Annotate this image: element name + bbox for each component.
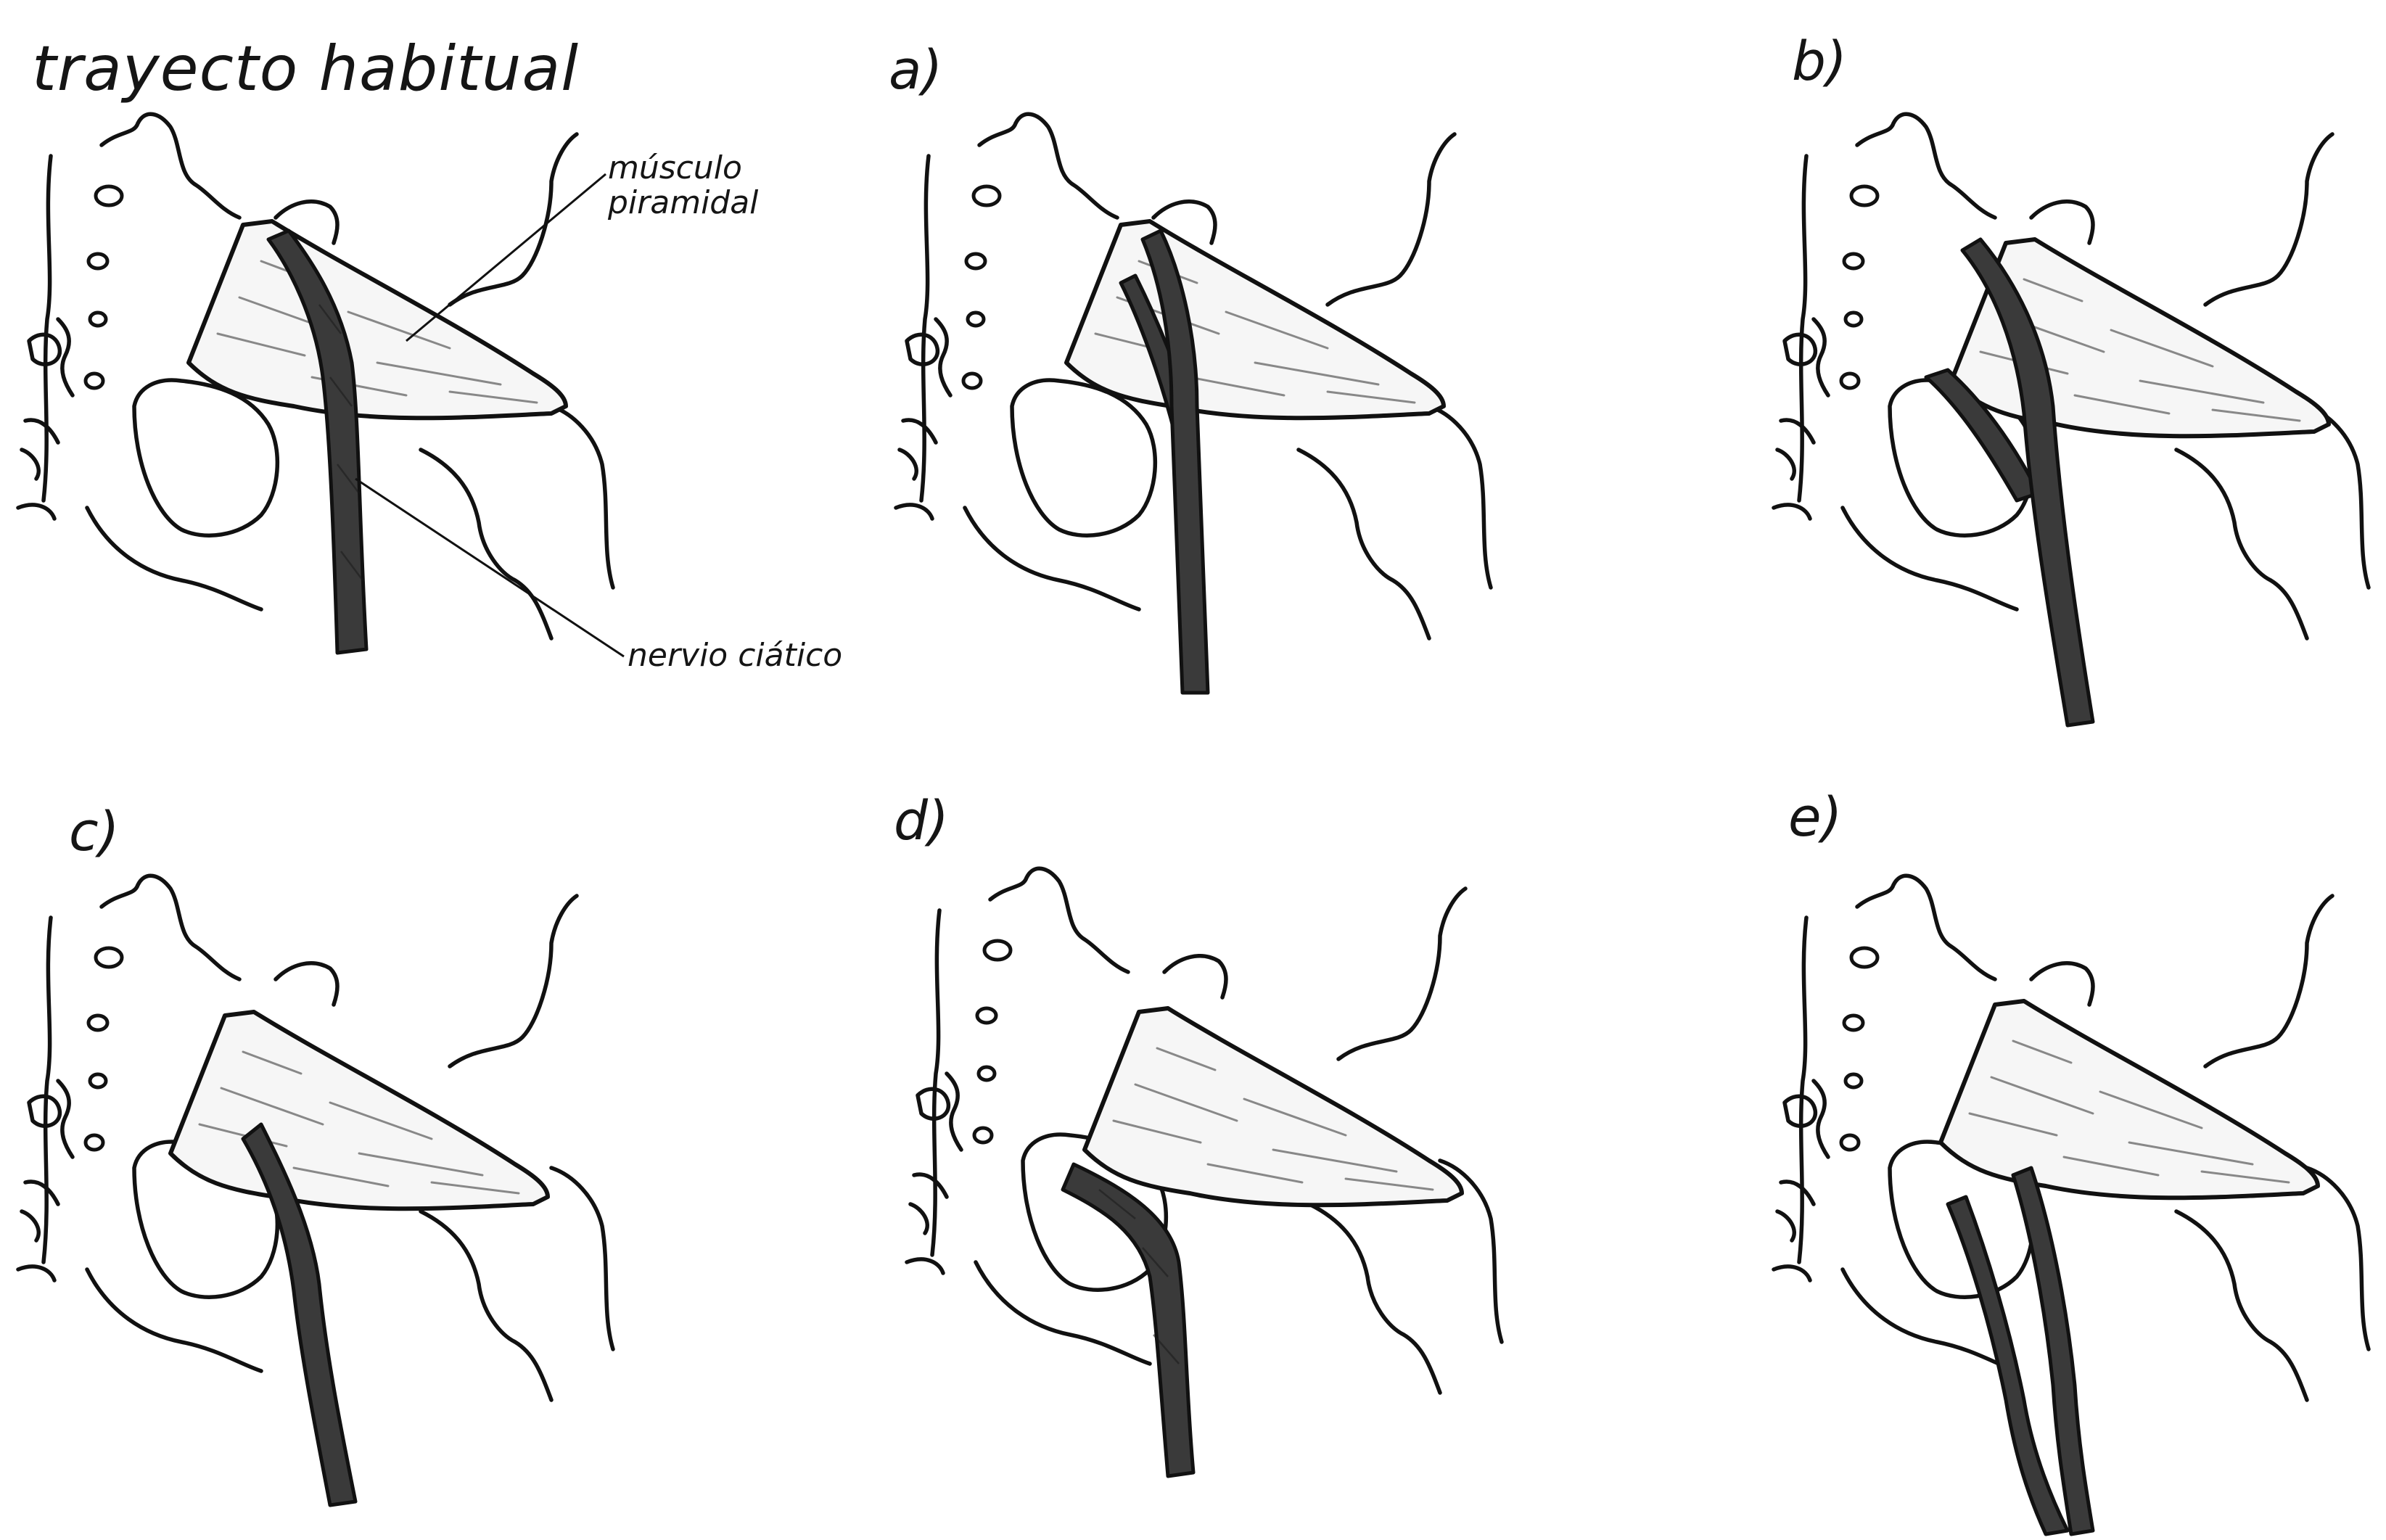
muscle-label-line-2: piramidal xyxy=(608,184,759,222)
nerve-label: nervio ciático xyxy=(628,637,843,674)
panel-c xyxy=(18,876,613,1507)
panel-label-d: d) xyxy=(894,790,949,852)
panel-label-a: a) xyxy=(889,39,943,102)
muscle-label-line-1: músculo xyxy=(608,149,742,186)
panel-b xyxy=(1774,114,2369,728)
sciatic-nerve-branch-1 xyxy=(1946,1195,2070,1536)
panel-a xyxy=(896,114,1491,695)
muscle-leader-line xyxy=(406,173,606,342)
sciatic-nerve xyxy=(1960,237,2095,728)
sciatic-nerve xyxy=(1140,228,1210,695)
sciatic-nerve xyxy=(241,1122,358,1507)
sciatic-nerve xyxy=(1061,1162,1196,1478)
panel-d xyxy=(907,868,1502,1478)
sciatic-nerve-branch-2 xyxy=(2011,1166,2095,1536)
muscle-label: músculo piramidal xyxy=(608,149,759,222)
panel-e xyxy=(1774,876,2369,1536)
panel-label-b: b) xyxy=(1792,30,1847,93)
panel-label-c: c) xyxy=(69,801,120,863)
panel-normal xyxy=(18,114,625,658)
panel-label-e: e) xyxy=(1788,786,1843,849)
diagram-title: trayecto habitual xyxy=(32,33,580,105)
sciatic-nerve xyxy=(266,228,369,655)
nerve-leader-line xyxy=(355,477,625,658)
